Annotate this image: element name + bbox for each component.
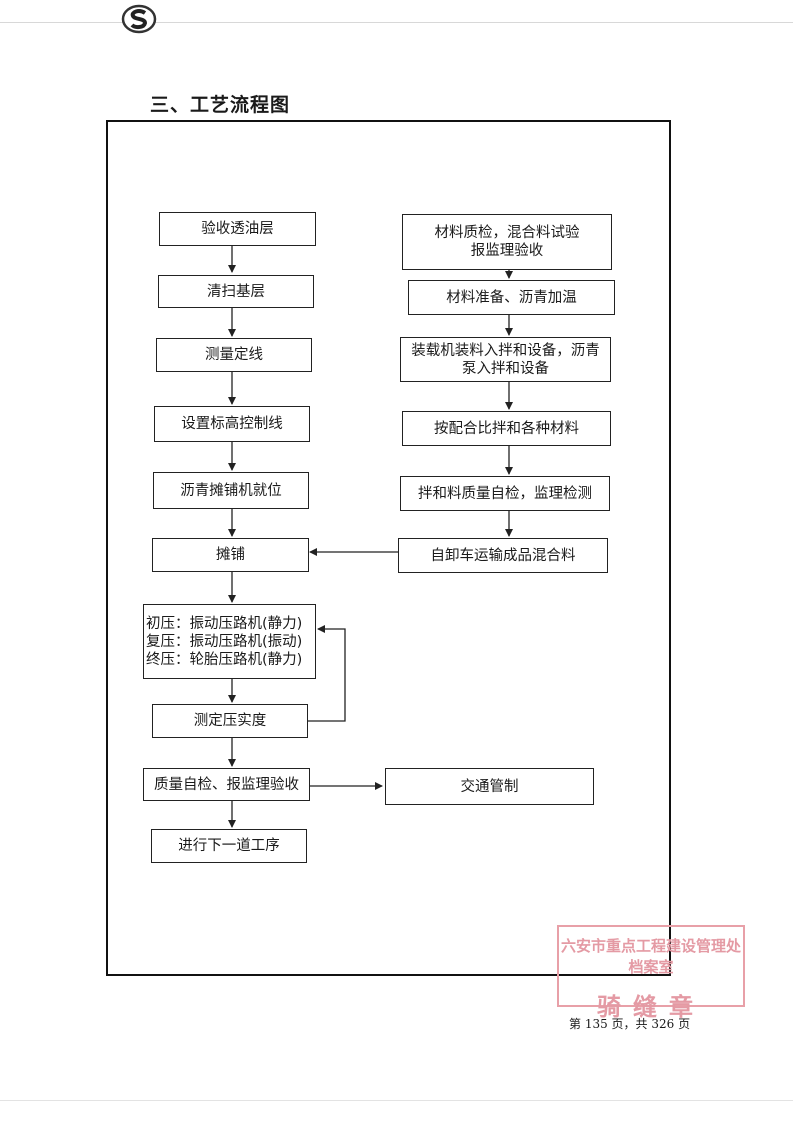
flow-box-measure-compaction: 测定压实度 bbox=[152, 704, 308, 738]
flow-box-label: 质量自检、报监理验收 bbox=[154, 776, 299, 793]
flow-box-label: 沥青摊铺机就位 bbox=[180, 482, 282, 499]
section-title: 三、工艺流程图 bbox=[150, 94, 291, 116]
flow-box-loader-feed: 装载机装料入拌和设备，沥青 泵入拌和设备 bbox=[400, 337, 611, 382]
page-number: 第 135 页，共 326 页 bbox=[569, 1017, 691, 1031]
flow-box-quality-check: 质量自检、报监理验收 bbox=[143, 768, 310, 801]
flow-box-label: 装载机装料入拌和设备，沥青 bbox=[411, 342, 600, 359]
flow-box-label: 泵入拌和设备 bbox=[462, 360, 549, 377]
company-logo-icon bbox=[121, 4, 157, 34]
stamp-org-name: 六安市重点工程建设管理处档案室 bbox=[560, 937, 741, 976]
flow-box-material-test: 材料质检，混合料试验 报监理验收 bbox=[402, 214, 612, 270]
flow-box-next-process: 进行下一道工序 bbox=[151, 829, 307, 863]
flow-box-label: 设置标高控制线 bbox=[181, 416, 283, 432]
compaction-intermediate: 复压：振动压路机(振动) bbox=[146, 633, 303, 650]
seal-stamp: 六安市重点工程建设管理处档案室 骑缝章 bbox=[557, 925, 745, 1021]
flow-box-label: 测量定线 bbox=[205, 347, 263, 363]
flow-box-elevation-control: 设置标高控制线 bbox=[154, 406, 310, 442]
stamp-label: 骑缝章 bbox=[597, 992, 705, 1021]
flow-box-clean-base: 清扫基层 bbox=[158, 275, 314, 308]
flow-box-label: 自卸车运输成品混合料 bbox=[430, 547, 576, 564]
flow-box-traffic-control: 交通管制 bbox=[385, 768, 594, 805]
flow-box-mix-ratio: 按配合比拌和各种材料 bbox=[402, 411, 611, 446]
flow-box-label: 清扫基层 bbox=[207, 283, 265, 300]
flow-box-label: 材料质检，混合料试验 bbox=[434, 225, 580, 241]
flow-box-mix-inspection: 拌和料质量自检，监理检测 bbox=[400, 476, 610, 511]
flow-box-survey-layout: 测量定线 bbox=[156, 338, 312, 372]
flow-box-label: 测定压实度 bbox=[193, 713, 267, 729]
compaction-final: 终压：轮胎压路机(静力) bbox=[146, 651, 303, 668]
flow-box-label: 摊铺 bbox=[216, 547, 245, 563]
flow-box-label: 报监理验收 bbox=[470, 243, 544, 259]
compaction-initial: 初压：振动压路机(静力) bbox=[146, 615, 303, 632]
flow-box-label: 进行下一道工序 bbox=[178, 838, 280, 854]
flow-box-label: 拌和料质量自检，监理检测 bbox=[418, 485, 592, 502]
flowchart-frame bbox=[106, 120, 671, 976]
flow-box-material-prep: 材料准备、沥青加温 bbox=[408, 280, 615, 315]
flow-box-paver-position: 沥青摊铺机就位 bbox=[153, 472, 309, 509]
flow-box-dump-truck: 自卸车运输成品混合料 bbox=[398, 538, 608, 573]
flow-box-accept-prime-coat: 验收透油层 bbox=[159, 212, 316, 246]
flow-box-paving: 摊铺 bbox=[152, 538, 309, 572]
flow-box-label: 验收透油层 bbox=[201, 221, 274, 237]
footer-rule bbox=[0, 1100, 793, 1101]
flow-box-label: 按配合比拌和各种材料 bbox=[434, 420, 579, 437]
flow-box-compaction: 初压：振动压路机(静力) 复压：振动压路机(振动) 终压：轮胎压路机(静力) bbox=[143, 604, 316, 679]
header-rule bbox=[0, 22, 793, 23]
flow-box-label: 交通管制 bbox=[460, 778, 519, 795]
flow-box-label: 材料准备、沥青加温 bbox=[446, 289, 577, 306]
